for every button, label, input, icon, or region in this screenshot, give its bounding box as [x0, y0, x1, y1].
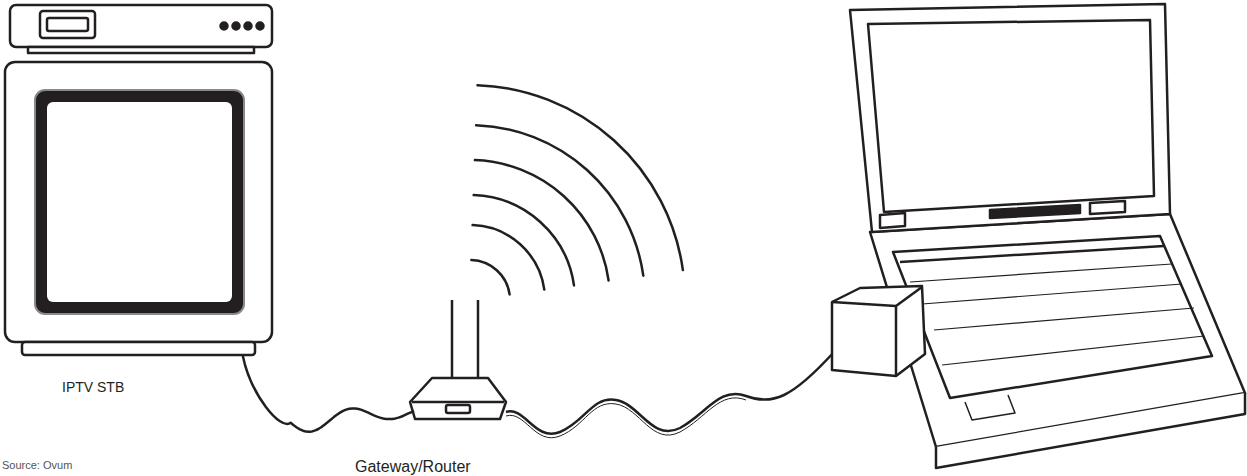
- tv-bezel: [35, 90, 244, 314]
- cable: [243, 355, 414, 432]
- tv-node: IPTV STB: [5, 62, 272, 355]
- stb-led: [233, 23, 240, 30]
- hinge: [990, 205, 1080, 218]
- key-row: [910, 264, 1172, 282]
- antenna: [451, 300, 454, 380]
- keyboard: [893, 236, 1212, 398]
- hinge: [1090, 201, 1125, 214]
- tv-stand: [22, 342, 255, 355]
- device-label: IPTV STB: [62, 379, 124, 395]
- router: [410, 300, 506, 419]
- dongle-edge: [832, 287, 922, 376]
- router-edge: [412, 401, 504, 404]
- wifi-arc: [476, 125, 643, 276]
- hinge: [880, 213, 905, 228]
- device-label: Gateway/Router: [355, 458, 471, 476]
- router-slot: [446, 405, 470, 413]
- dongle: [832, 286, 925, 376]
- laptop: [832, 4, 1245, 468]
- stb-led: [221, 23, 228, 30]
- key-row: [934, 308, 1194, 330]
- stb-base: [28, 47, 254, 53]
- tv-body: [5, 62, 272, 342]
- stb-slot: [47, 18, 88, 31]
- stb-led: [245, 23, 252, 30]
- stb-panel: [40, 11, 95, 38]
- cable-shade: [506, 398, 746, 438]
- laptop-screen: [868, 20, 1154, 212]
- stb-led: [257, 23, 264, 30]
- cable: [506, 352, 834, 434]
- wifi-arc: [474, 195, 574, 285]
- wifi-waves: [471, 85, 683, 294]
- laptop-lid: [850, 4, 1170, 232]
- wifi-arc: [473, 225, 545, 290]
- set-top-box: [10, 5, 272, 47]
- router-body: [410, 378, 506, 419]
- wifi-arc: [475, 160, 609, 280]
- key-row: [942, 336, 1204, 365]
- key-row: [922, 284, 1182, 304]
- antenna: [477, 300, 480, 380]
- touchpad: [965, 395, 1015, 420]
- laptop-front: [936, 393, 1245, 468]
- tv-set: [5, 5, 272, 355]
- wifi-arc: [478, 85, 683, 270]
- source-note: Source: Ovum: [2, 459, 72, 471]
- router-node: Gateway/Router: [410, 378, 506, 419]
- wifi-arc: [471, 260, 509, 294]
- tv-screen: [47, 102, 232, 302]
- key-row: [900, 246, 1164, 262]
